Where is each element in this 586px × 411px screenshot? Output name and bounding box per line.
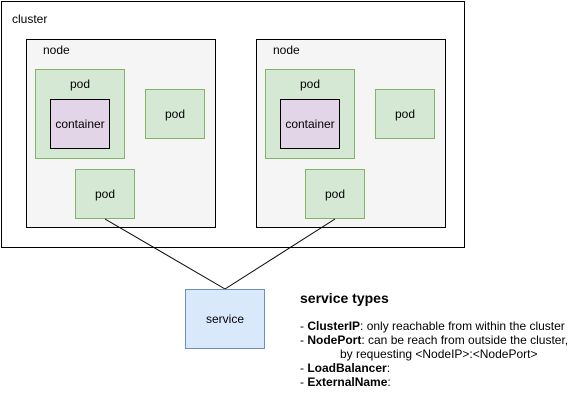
node-right-pod-right: pod — [375, 89, 435, 139]
service-type-desc: : can be reach from outside the cluster, — [361, 333, 569, 347]
node-right-label: node — [273, 43, 300, 57]
item-prefix: - — [300, 361, 308, 375]
item-prefix: - — [300, 319, 308, 333]
pod-label: pod — [299, 77, 321, 91]
node-left-pod-right: pod — [145, 89, 205, 139]
service-types-title: service types — [300, 290, 389, 306]
service-type-item: - ClusterIP: only reachable from within … — [300, 319, 568, 333]
service-type-desc: : only reachable from within the cluster — [360, 319, 565, 333]
connector-left — [104, 218, 226, 290]
pod-label: pod — [324, 187, 346, 201]
service-box: service — [185, 289, 265, 349]
service-type-name: ExternalName — [307, 375, 388, 389]
pod-label: pod — [94, 187, 116, 201]
node-right-container: container — [280, 99, 340, 149]
connector-right — [224, 218, 336, 290]
service-label: service — [205, 312, 244, 326]
service-type-name: LoadBalancer — [307, 361, 387, 375]
pod-label: pod — [394, 107, 416, 121]
node-left-label: node — [43, 43, 70, 57]
node-left-pod-bottom: pod — [75, 169, 135, 219]
service-type-continuation: by requesting <NodeIP>:<NodePort> — [340, 347, 538, 361]
service-type-desc: : — [387, 375, 391, 389]
service-type-name: ClusterIP — [307, 319, 361, 333]
pod-label: pod — [164, 107, 186, 121]
service-type-item: - ExternalName: — [300, 375, 568, 389]
service-type-name: NodePort — [307, 333, 362, 347]
container-label: container — [285, 117, 335, 131]
node-right-pod-bottom: pod — [305, 169, 365, 219]
container-label: container — [55, 117, 105, 131]
service-type-item: - NodePort: can be reach from outside th… — [300, 333, 568, 347]
item-prefix: - — [300, 333, 308, 347]
pod-label: pod — [69, 77, 91, 91]
node-left-container: container — [50, 99, 110, 149]
service-type-item: - LoadBalancer: — [300, 361, 568, 375]
service-type-desc: : — [386, 361, 391, 375]
cluster-label: cluster — [12, 12, 48, 26]
service-types-legend: service types - ClusterIP: only reachabl… — [300, 291, 568, 389]
item-prefix: - — [300, 375, 308, 389]
